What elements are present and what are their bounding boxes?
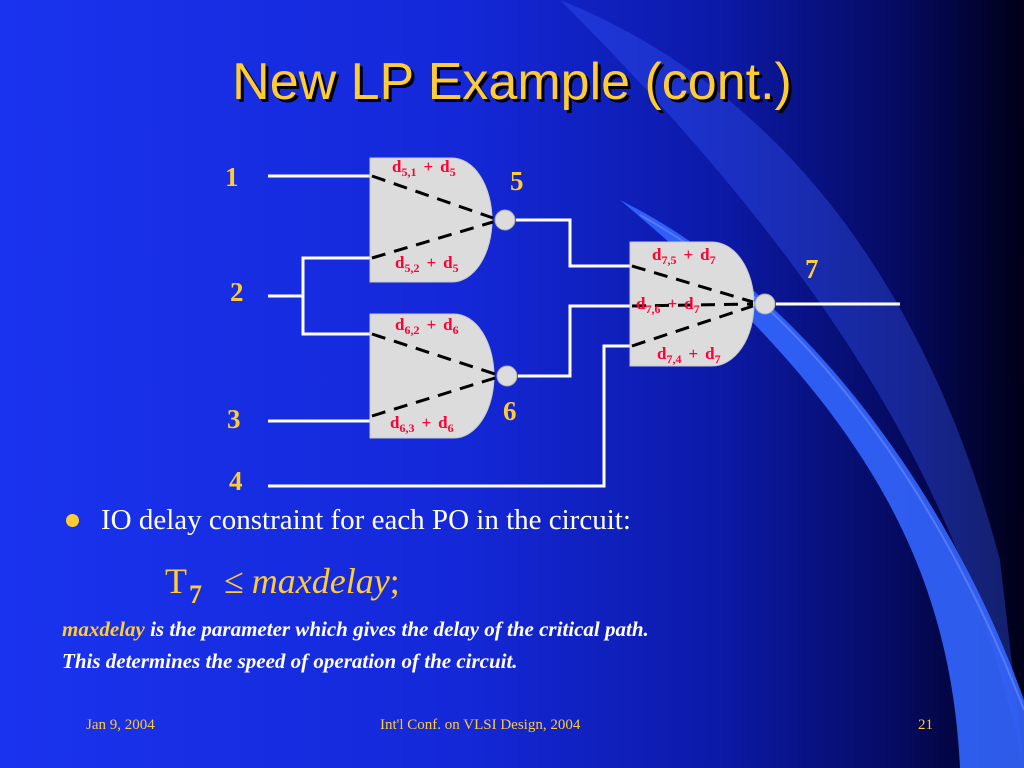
node-label-6: 6 — [503, 396, 517, 426]
wire-5-to-gate-7 — [516, 218, 630, 268]
wire-4-to-gate-7 — [268, 344, 630, 488]
wires — [268, 174, 900, 488]
formula-end: ; — [389, 561, 400, 601]
gate-5 — [369, 157, 516, 283]
bullet-dot-icon — [66, 514, 79, 527]
gate-6 — [369, 313, 518, 439]
node-label-1: 1 — [225, 162, 239, 192]
note-line-1: maxdelay is the parameter which gives th… — [62, 617, 649, 642]
note-keyword: maxdelay — [62, 617, 145, 641]
term-d75: d7,5+d7 — [652, 245, 716, 267]
bullet-item: IO delay constraint for each PO in the c… — [60, 504, 631, 537]
note-line-1-text: is the parameter which gives the delay o… — [144, 617, 649, 641]
footer-conference: Int'l Conf. on VLSI Design, 2004 — [380, 717, 581, 733]
wire-2-to-gate-5 — [301, 256, 370, 296]
formula-operator: ≤ — [224, 561, 244, 601]
node-label-3: 3 — [227, 404, 241, 434]
page-title: New LP Example (cont.) — [232, 53, 792, 111]
delay-terms: d5,1+d5 d5,2+d5 d6,2+d6 d6,3+d6 d7,5+d7 … — [390, 157, 721, 435]
bullet-text: IO delay constraint for each PO in the c… — [101, 504, 631, 536]
node-label-4: 4 — [229, 466, 243, 496]
formula-lhs-subscript: 7 — [189, 580, 202, 609]
term-d52: d5,2+d5 — [395, 253, 459, 275]
node-label-2: 2 — [230, 277, 244, 307]
gate-7 — [629, 241, 776, 367]
term-d63: d6,3+d6 — [390, 413, 454, 435]
footer-page-number: 21 — [918, 717, 933, 733]
wire-2-to-gate-6 — [301, 296, 370, 336]
term-d76: d7,6+d7 — [636, 294, 700, 316]
note-line-2: This determines the speed of operation o… — [62, 649, 518, 673]
constraint-formula: T7 ≤maxdelay; — [165, 560, 400, 609]
gate-5-bubble — [494, 209, 516, 231]
formula-rhs: maxdelay — [251, 561, 390, 601]
node-labels: 1 2 3 4 5 6 7 — [225, 162, 819, 496]
formula-lhs: T — [165, 561, 187, 601]
node-label-7: 7 — [805, 254, 819, 284]
node-label-5: 5 — [510, 166, 524, 196]
term-d62: d6,2+d6 — [395, 315, 459, 337]
wire-6-to-gate-7 — [518, 304, 630, 378]
term-d51: d5,1+d5 — [392, 157, 456, 179]
gate-6-bubble — [496, 365, 518, 387]
gate-7-bubble — [754, 293, 776, 315]
footer-date: Jan 9, 2004 — [86, 717, 155, 733]
term-d74: d7,4+d7 — [657, 344, 721, 366]
